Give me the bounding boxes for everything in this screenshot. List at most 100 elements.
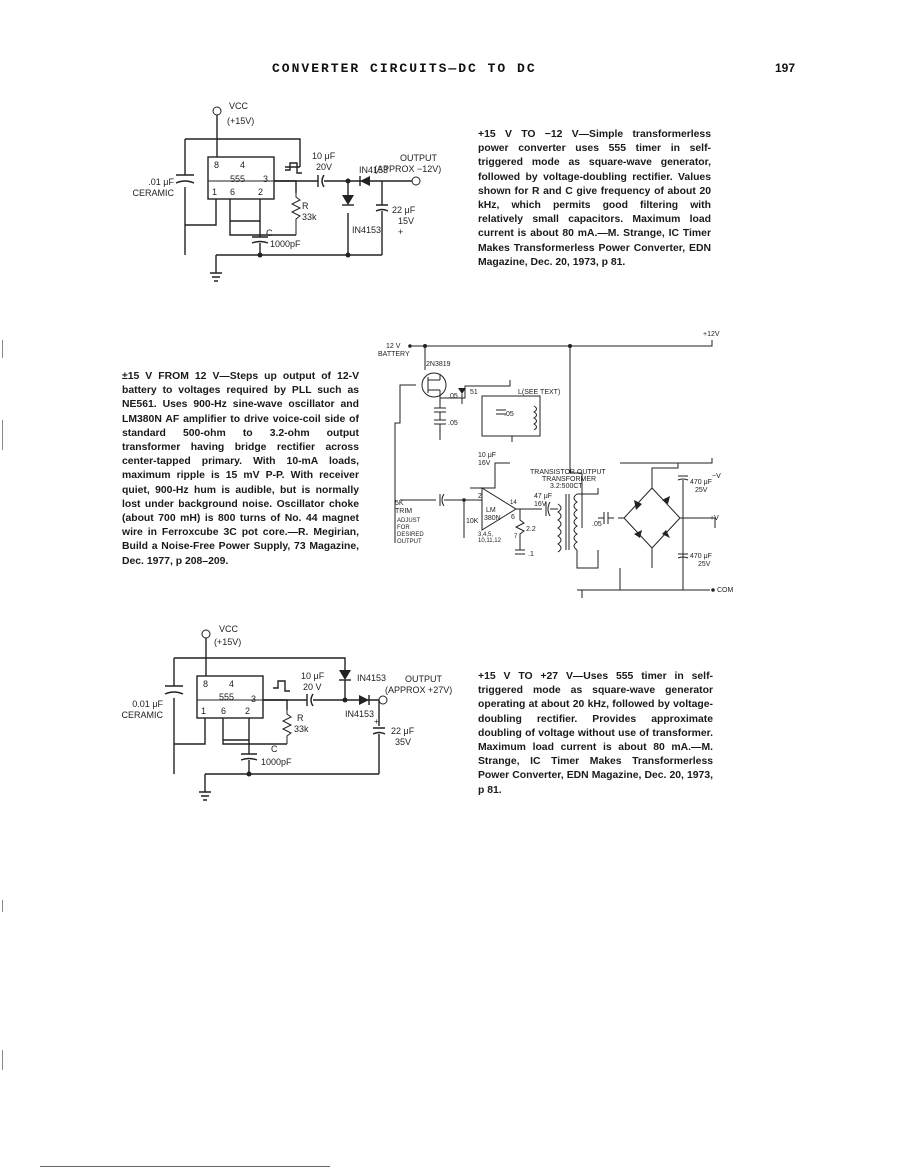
pin-8: 8	[214, 160, 219, 170]
output-label: OUTPUT	[400, 153, 438, 163]
pin-7-label: 7	[514, 534, 518, 540]
cap-22uf-value: 22 μF	[392, 205, 416, 215]
pins-label: 3,4,5,	[478, 532, 493, 538]
output-terminal	[378, 695, 388, 705]
trim-label-2: TRIM	[395, 508, 412, 515]
cap-05b-label: .05	[504, 411, 514, 418]
output-terminal	[411, 176, 421, 186]
cap-10uf-value: 10 μF	[312, 151, 336, 161]
polarity-plus: +	[374, 717, 379, 726]
amp-label: LM	[486, 507, 496, 514]
trim-label: 5K	[395, 500, 404, 507]
com-label: COM	[717, 587, 734, 594]
pin-8: 8	[203, 679, 208, 689]
pin-3: 3	[251, 694, 256, 704]
diode-d1	[360, 176, 370, 186]
adjust-label-2: FOR	[397, 525, 410, 531]
transformer-ratio: 3.2:500CT	[550, 483, 583, 490]
diode-51-label: 51	[470, 389, 478, 396]
vcc-label: VCC	[229, 101, 249, 111]
cap-c-label: C	[271, 744, 278, 754]
caption-2: ±15 V FROM 12 V—Steps up output of 12-V …	[122, 370, 359, 569]
cap-05d-label: .05	[592, 521, 602, 528]
pin-3: 3	[263, 174, 268, 184]
ic-555	[196, 675, 264, 719]
vcc-terminal	[201, 629, 211, 639]
fet-2n3819	[421, 372, 447, 398]
cap-470b-voltage: 25V	[698, 561, 711, 568]
margin-mark	[2, 1050, 3, 1070]
diode-d2-label: IN4153	[345, 709, 374, 719]
footer-rule	[40, 1166, 330, 1167]
page-header-title: CONVERTER CIRCUITS—DC TO DC	[272, 61, 537, 76]
diode-d1-label: IN4153	[359, 165, 388, 175]
amp-label-2: 380N	[484, 515, 501, 522]
polarity-plus: +	[398, 227, 403, 237]
pin-4: 4	[240, 160, 245, 170]
caption-2-head: ±15 V FROM 12 V—Steps up output of 12-V …	[122, 371, 359, 411]
resistor-r-value: 33k	[302, 212, 317, 222]
cap-470a-voltage: 25V	[695, 487, 708, 494]
cap-22uf-voltage: 35V	[395, 737, 411, 747]
vcc-value: (+15V)	[214, 637, 241, 647]
resistor-22-label: 2.2	[526, 526, 536, 533]
cap-type: CERAMIC	[121, 710, 163, 720]
cap-47uf-voltage: 16V	[534, 501, 547, 508]
pin-1: 1	[201, 706, 206, 716]
battery-label-2: BATTERY	[378, 351, 410, 358]
caption-2-body: Uses 900-Hz sine-wave oscillator and LM3…	[122, 399, 359, 567]
adjust-label-3: DESIRED	[397, 532, 424, 538]
cap-value: .01 μF	[148, 177, 174, 187]
transformer-label: TRANSISTOR OUTPUT	[530, 469, 606, 476]
cap-47uf-value: 47 μF	[534, 493, 552, 500]
diode-d2-label: IN4153	[352, 225, 381, 235]
cap-type: CERAMIC	[132, 188, 174, 198]
plus12v-label: +12V	[703, 331, 720, 338]
resistor-r-label: R	[302, 201, 309, 211]
cap-10uf-value: 10 μF	[301, 671, 325, 681]
pin-6: 6	[221, 706, 226, 716]
cap-10uf-voltage: 16V	[478, 460, 491, 467]
output-label: OUTPUT	[405, 674, 443, 684]
diode-51	[458, 388, 466, 394]
output-voltage: (APPROX +27V)	[385, 685, 452, 695]
cap-c-value: 1000pF	[261, 757, 292, 767]
circuit-diagram-2: 12 V BATTERY +12V 2N3819 .05 .05 51 L(SE…	[378, 331, 734, 598]
cap-10uf-voltage: 20V	[316, 162, 332, 172]
battery-label: 12 V	[386, 343, 401, 350]
diode-d1-label: IN4153	[357, 673, 386, 683]
oscillator-tank	[481, 395, 541, 437]
cap-05c-label: .05	[448, 420, 458, 427]
caption-1-head: +15 V TO −12 V—Simple transformerless	[478, 129, 711, 140]
ic-label: 555	[219, 692, 234, 702]
cap-c-label: C	[266, 228, 273, 238]
transformer-label-2: TRANSFORMER	[542, 476, 596, 483]
bridge-rectifier	[623, 487, 681, 549]
cap-10uf-value: 10 μF	[478, 452, 496, 459]
diode-d2	[342, 195, 354, 205]
cap-10uf-voltage: 20 V	[303, 682, 322, 692]
adjust-label-4: OUTPUT	[397, 539, 422, 545]
cap-470a-value: 470 μF	[690, 479, 712, 486]
circuit-diagram-3: VCC (+15V) 0.01 μF CERAMIC 8 4 555 3 1 6…	[121, 624, 452, 801]
cap-value: 0.01 μF	[132, 699, 163, 709]
vcc-value: (+15V)	[227, 116, 254, 126]
resistor-r-label: R	[297, 713, 304, 723]
caption-3-body: mode as square-wave generator operating …	[478, 685, 713, 796]
cap-c-value: 1000pF	[270, 239, 301, 249]
pin-2-label: 2	[478, 493, 482, 500]
caption-1-body: power converter uses 555 timer in self-t…	[478, 143, 711, 268]
caption-1: +15 V TO −12 V—Simple transformerless po…	[478, 128, 711, 270]
caption-3: +15 V TO +27 V—Uses 555 timer in self-tr…	[478, 670, 713, 798]
cap-05a-label: .05	[448, 393, 458, 400]
vcc-terminal	[212, 106, 222, 116]
ic-555	[207, 156, 275, 200]
diode-d2	[359, 695, 369, 705]
resistor-r-value: 33k	[294, 724, 309, 734]
fet-label: 2N3819	[426, 361, 451, 368]
vcc-label: VCC	[219, 624, 239, 634]
pins-label-2: 10,11,12	[478, 538, 502, 544]
cap-22uf-voltage: 15V	[398, 216, 414, 226]
lm380n-amplifier	[481, 487, 517, 531]
plus-v-label: +V	[710, 515, 719, 522]
